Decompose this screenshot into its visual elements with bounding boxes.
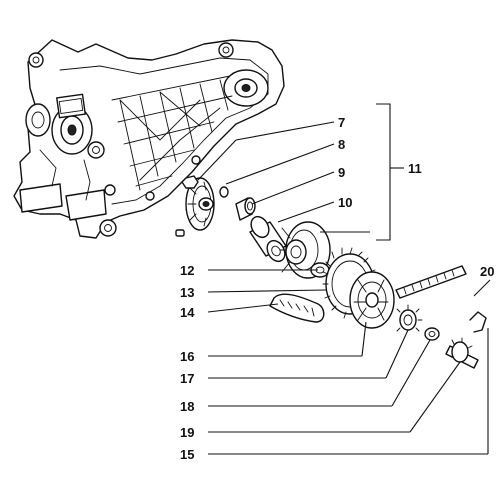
callout-17: 17 <box>180 371 194 386</box>
callout-labels: 7 8 9 10 11 12 13 14 16 17 18 19 15 20 <box>180 115 494 462</box>
part-8-nut <box>181 175 199 189</box>
part-8-fixed-half-pulley <box>185 177 215 231</box>
callout-15: 15 <box>180 447 194 462</box>
part-10-sleeve <box>249 215 287 263</box>
part-8-small-screw <box>175 229 185 237</box>
callout-11: 11 <box>408 161 422 176</box>
part-8-washer <box>219 186 229 198</box>
callout-19: 19 <box>180 425 194 440</box>
part-15-clip <box>469 311 487 333</box>
part-18-washer <box>424 327 440 341</box>
leader-lines <box>197 103 491 455</box>
part-17-small-gear <box>396 304 423 332</box>
callout-14: 14 <box>180 305 195 320</box>
callout-8: 8 <box>338 137 345 152</box>
callout-18: 18 <box>180 399 194 414</box>
callout-16: 16 <box>180 349 194 364</box>
part-16-clutch-fan <box>349 271 395 329</box>
part-9-bushing <box>235 197 256 221</box>
callout-9: 9 <box>338 165 345 180</box>
callout-12: 12 <box>180 263 194 278</box>
callout-7: 7 <box>338 115 345 130</box>
part-20-chain <box>395 265 467 299</box>
callout-20: 20 <box>480 264 494 279</box>
callout-13: 13 <box>180 285 194 300</box>
crankcase-housing <box>13 39 285 239</box>
part-14-drive-belt <box>269 293 325 323</box>
part-19-shaft-gear <box>445 337 479 369</box>
callout-10: 10 <box>338 195 352 210</box>
